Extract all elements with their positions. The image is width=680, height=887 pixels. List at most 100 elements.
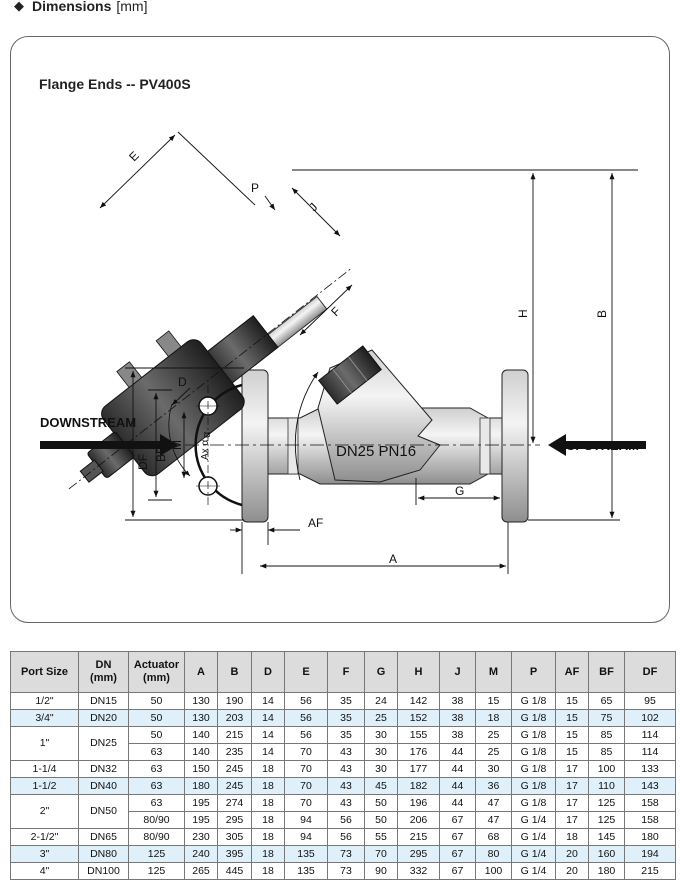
label-f: F — [328, 304, 343, 319]
label-j: J — [306, 200, 320, 214]
diamond-bullet-icon: ◆ — [14, 0, 24, 13]
table-cell: 25 — [475, 726, 512, 744]
table-cell: 114 — [624, 726, 676, 744]
table-cell: 85 — [588, 726, 625, 744]
table-cell: 63 — [128, 760, 185, 778]
table-cell: 14 — [251, 726, 285, 744]
table-cell: 17 — [555, 794, 589, 812]
label-d: D — [178, 375, 187, 389]
table-cell: DN40 — [78, 777, 129, 795]
table-cell: 44 — [439, 777, 476, 795]
heading-unit: [mm] — [116, 0, 148, 14]
table-cell: 73 — [327, 862, 365, 880]
label-e: E — [126, 149, 142, 165]
table-cell: G 1/4 — [511, 811, 556, 829]
table-cell: 130 — [184, 692, 218, 710]
column-header: G — [364, 651, 398, 693]
table-cell: 90 — [364, 862, 398, 880]
table-cell: 15 — [555, 743, 589, 761]
table-cell: 80 — [475, 845, 512, 863]
table-cell: 18 — [251, 811, 285, 829]
table-cell: 182 — [397, 777, 440, 795]
dimension-lines — [99, 131, 638, 574]
table-cell: 1/2" — [10, 692, 79, 710]
table-cell: 158 — [624, 811, 676, 829]
table-cell: 14 — [251, 709, 285, 727]
column-header: B — [217, 651, 252, 693]
table-cell: 43 — [327, 743, 365, 761]
valve-body — [241, 345, 529, 523]
table-cell: 130 — [184, 709, 218, 727]
column-header: F — [327, 651, 365, 693]
table-cell: 44 — [439, 743, 476, 761]
table-cell: 94 — [284, 811, 328, 829]
table-cell: 63 — [128, 794, 185, 812]
label-h: H — [516, 309, 530, 318]
label-downstream: DOWNSTREAM — [40, 415, 136, 430]
table-cell: 240 — [184, 845, 218, 863]
table-cell: 20 — [555, 862, 589, 880]
table-cell: 50 — [128, 692, 185, 710]
label-df: DF — [136, 454, 150, 470]
table-cell: 70 — [284, 760, 328, 778]
table-cell: 125 — [128, 845, 185, 863]
table-cell: DN25 — [78, 726, 129, 761]
table-cell: 150 — [184, 760, 218, 778]
column-header: M — [475, 651, 512, 693]
label-alpha: α — [201, 431, 213, 438]
table-cell: 68 — [475, 828, 512, 846]
table-cell: 4" — [10, 862, 79, 880]
table-cell: 215 — [217, 726, 252, 744]
table-cell: G 1/8 — [511, 760, 556, 778]
table-cell: G 1/4 — [511, 828, 556, 846]
table-cell: 38 — [439, 726, 476, 744]
table-cell: 180 — [624, 828, 676, 846]
table-cell: 47 — [475, 811, 512, 829]
table-cell: 180 — [184, 777, 218, 795]
label-upstream: UPSTREAM — [566, 438, 639, 453]
table-cell: 135 — [284, 845, 328, 863]
table-cell: 56 — [284, 709, 328, 727]
table-cell: 3/4" — [10, 709, 79, 727]
table-cell: 70 — [284, 743, 328, 761]
table-cell: DN65 — [78, 828, 129, 846]
table-cell: 18 — [251, 777, 285, 795]
table-cell: 15 — [475, 692, 512, 710]
table-cell: 274 — [217, 794, 252, 812]
table-cell: 195 — [184, 794, 218, 812]
table-cell: 30 — [364, 726, 398, 744]
table-cell: 94 — [284, 828, 328, 846]
table-cell: 445 — [217, 862, 252, 880]
table-cell: 36 — [475, 777, 512, 795]
table-cell: G 1/8 — [511, 743, 556, 761]
table-cell: G 1/8 — [511, 726, 556, 744]
table-cell: 215 — [624, 862, 676, 880]
drawing-title: Flange Ends -- PV400S — [39, 76, 191, 92]
table-cell: 47 — [475, 794, 512, 812]
table-cell: G 1/8 — [511, 794, 556, 812]
table-cell: G 1/4 — [511, 862, 556, 880]
table-cell: 43 — [327, 777, 365, 795]
table-cell: 38 — [439, 709, 476, 727]
table-cell: 140 — [184, 743, 218, 761]
label-p: P — [251, 181, 259, 195]
table-cell: 265 — [184, 862, 218, 880]
table-cell: 395 — [217, 845, 252, 863]
table-cell: 15 — [555, 726, 589, 744]
table-cell: 203 — [217, 709, 252, 727]
table-cell: 17 — [555, 777, 589, 795]
table-cell: 44 — [439, 760, 476, 778]
table-cell: 70 — [284, 777, 328, 795]
column-header: J — [439, 651, 476, 693]
table-cell: 70 — [364, 845, 398, 863]
table-cell: 75 — [588, 709, 625, 727]
table-cell: 295 — [397, 845, 440, 863]
table-cell: 18 — [555, 828, 589, 846]
label-af: AF — [308, 516, 323, 530]
table-cell: 114 — [624, 743, 676, 761]
table-cell: 245 — [217, 760, 252, 778]
